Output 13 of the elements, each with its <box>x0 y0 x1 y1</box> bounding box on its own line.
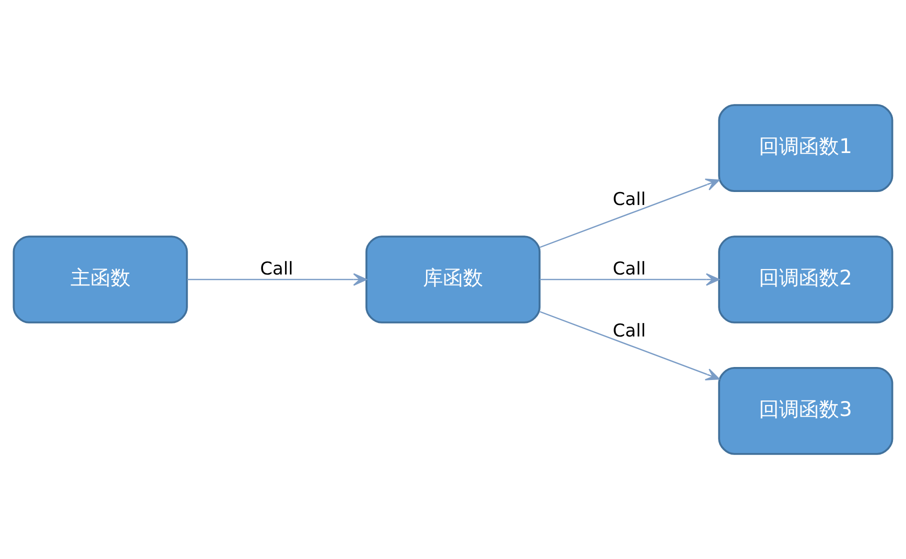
node-box: 回调函数2 <box>718 236 894 324</box>
node-box: 主函数 <box>12 236 188 324</box>
edge-label: Call <box>612 322 646 342</box>
node-box: 库函数 <box>365 236 541 324</box>
node-box: 回调函数3 <box>718 367 894 455</box>
arrow <box>540 311 720 380</box>
edge-label: Call <box>612 260 646 280</box>
node-box: 回调函数1 <box>718 104 894 192</box>
edge-label: Call <box>612 190 646 210</box>
edge-label: Call <box>260 260 294 280</box>
arrow <box>187 273 367 286</box>
arrow <box>540 273 720 286</box>
arrow <box>540 178 720 248</box>
